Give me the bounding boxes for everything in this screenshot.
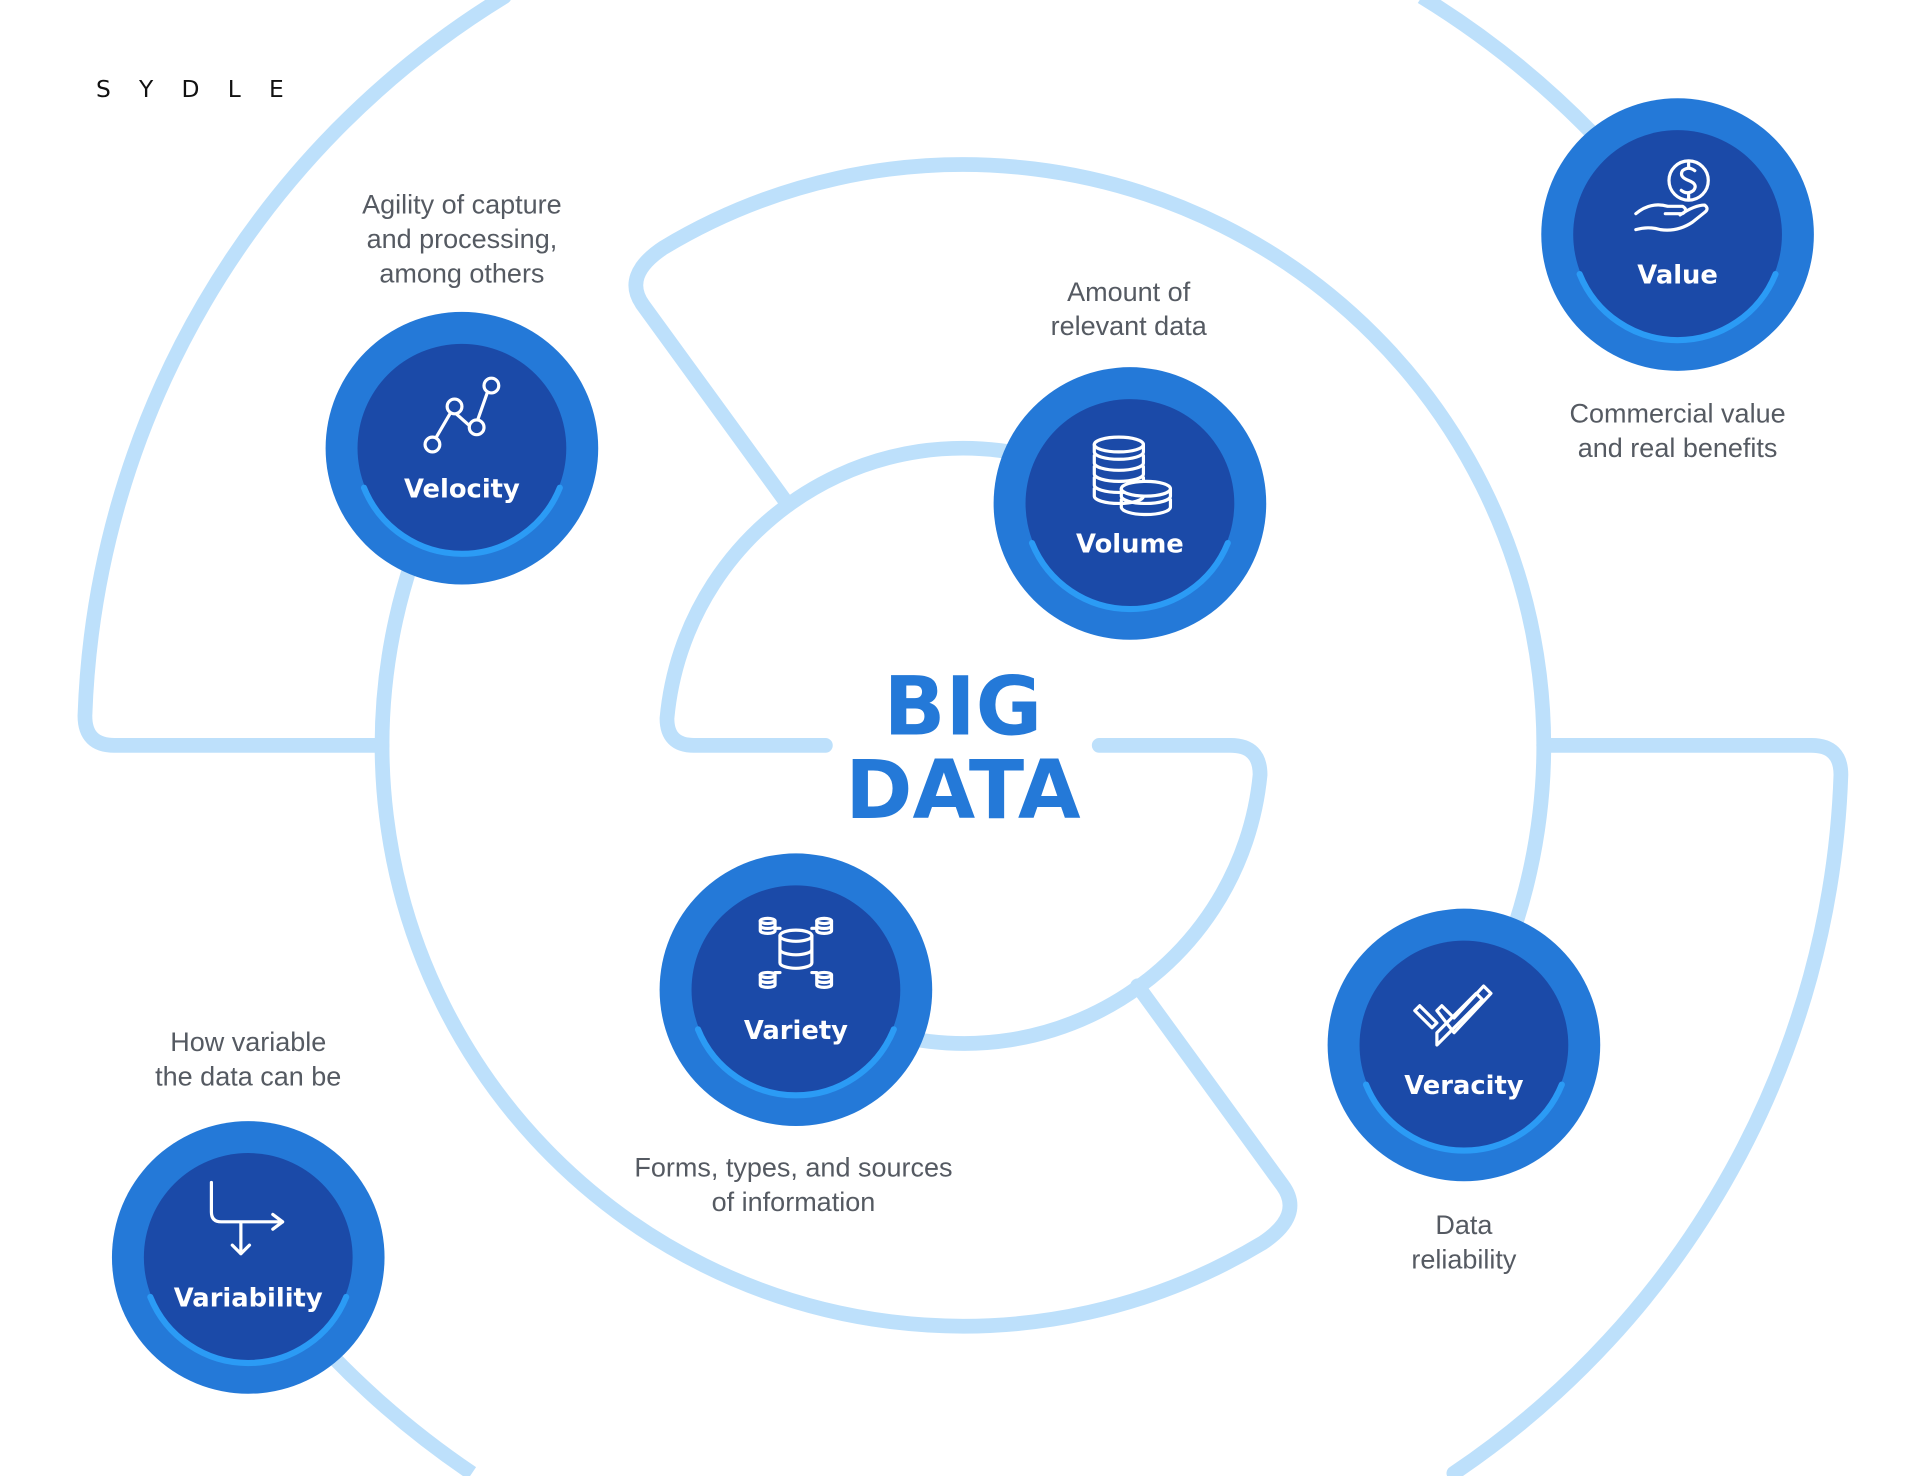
node-accent-arc	[147, 1293, 350, 1367]
middle-ring-upper	[628, 157, 1552, 1052]
outer-ring-upper-left	[77, 0, 511, 753]
node-description-variety: Forms, types, and sources	[634, 1152, 952, 1182]
node-description-variability: the data can be	[155, 1062, 341, 1092]
node-accent-arc	[1576, 271, 1779, 344]
node-inner-circle	[1573, 130, 1782, 339]
node-description-veracity: Data	[1435, 1210, 1493, 1240]
node-label-volume: Volume	[1076, 530, 1184, 560]
outer-ring-lower-right	[1446, 738, 1849, 1476]
node-inner-circle	[1359, 940, 1569, 1150]
nodes: Velocity Agility of capture and processin…	[111, 98, 1814, 1394]
node-inner-circle	[143, 1153, 353, 1362]
node-variety: Variety	[659, 853, 933, 1127]
coin-stack-icon	[1092, 435, 1173, 517]
outer-ring-upper-right	[1417, 0, 1600, 141]
node-veracity: Veracity	[1327, 908, 1601, 1182]
node-label-variability: Variability	[174, 1284, 323, 1314]
node-description-veracity: reliability	[1411, 1244, 1517, 1274]
outer-ring-lower-left	[326, 1350, 477, 1476]
node-label-velocity: Velocity	[404, 474, 520, 504]
node-description-velocity: and processing,	[367, 224, 558, 254]
node-value: Value	[1541, 98, 1814, 371]
node-description-velocity: Agility of capture	[362, 190, 562, 220]
node-label-veracity: Veracity	[1404, 1071, 1524, 1101]
node-label-value: Value	[1637, 261, 1718, 291]
title-line-2: DATA	[845, 744, 1081, 838]
node-description-value: Commercial value	[1570, 398, 1786, 428]
node-description-variety: of information	[712, 1187, 876, 1217]
node-variability: Variability	[111, 1121, 385, 1394]
node-description-velocity: among others	[379, 258, 544, 288]
node-description-variability: How variable	[170, 1027, 326, 1057]
middle-ring-lower	[374, 438, 1298, 1334]
node-description-volume: Amount of	[1067, 277, 1191, 307]
node-inner-circle	[357, 343, 567, 553]
node-description-value: and real benefits	[1578, 433, 1778, 463]
hand-dollar-icon	[1634, 159, 1710, 232]
sydle-logo: SYDLE	[96, 75, 312, 103]
node-accent-arc	[360, 484, 563, 557]
node-description-volume: relevant data	[1051, 311, 1208, 341]
node-volume: Volume	[993, 367, 1267, 640]
double-check-icon	[1413, 984, 1493, 1047]
connector-rings	[77, 0, 1849, 1476]
line-chart-icon	[423, 376, 501, 454]
database-network-icon	[758, 916, 834, 989]
branch-arrow-icon	[209, 1180, 285, 1256]
node-accent-arc	[1028, 539, 1231, 613]
node-velocity: Velocity	[325, 311, 599, 585]
node-inner-circle	[691, 885, 901, 1095]
node-accent-arc	[694, 1026, 897, 1099]
node-accent-arc	[1362, 1081, 1565, 1154]
title-line-1: BIG	[884, 660, 1042, 754]
node-label-variety: Variety	[744, 1016, 848, 1046]
